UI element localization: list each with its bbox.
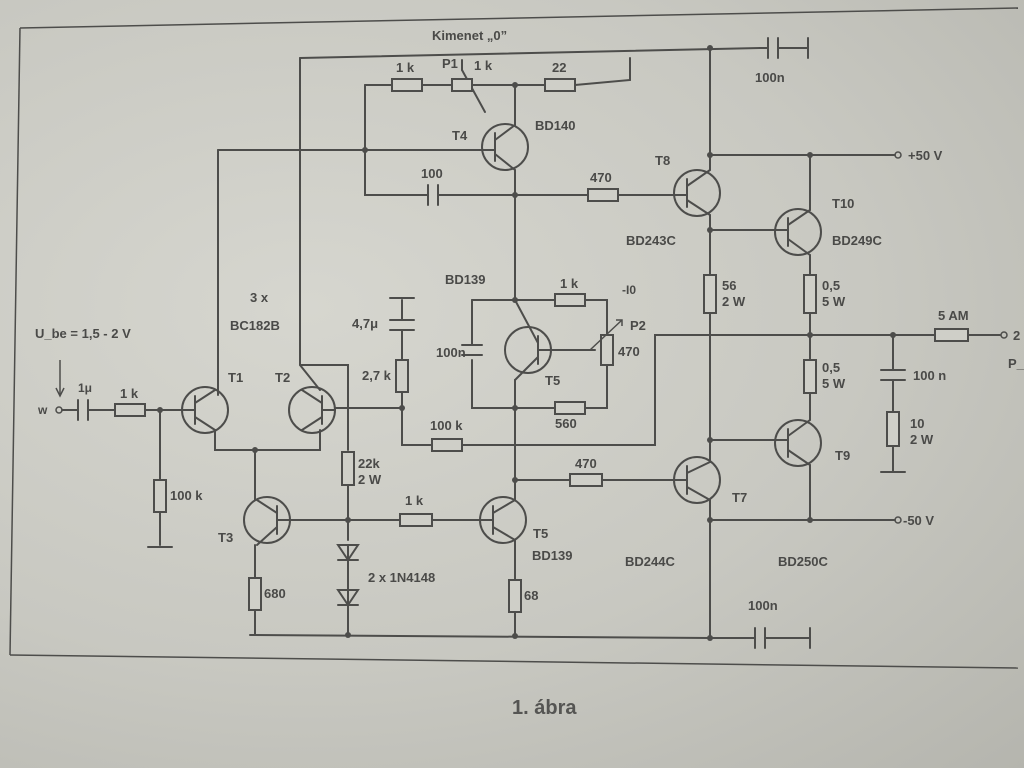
label-c-1u: 1μ: [78, 381, 92, 395]
label-c-100: 100: [421, 166, 443, 181]
label-r-1k-t5: 1 k: [560, 276, 579, 291]
group-count: 3 x: [250, 290, 269, 305]
label-t9: T9: [835, 448, 850, 463]
transistor-t2: [288, 386, 336, 434]
label-r-680: 680: [264, 586, 286, 601]
label-t4: T4: [452, 128, 468, 143]
label-t1: T1: [228, 370, 243, 385]
label-c-100n-top: 100n: [755, 70, 785, 85]
transistors: [181, 123, 822, 546]
wiring: [61, 37, 1001, 649]
junctions: [55, 45, 1008, 641]
label-r-1k-in: 1 k: [120, 386, 139, 401]
transistor-t5-bias: [504, 299, 552, 381]
label-r-56-w: 2 W: [722, 294, 746, 309]
label-c-100n-t5: 100n: [436, 345, 466, 360]
label-diodes: 2 x 1N4148: [368, 570, 435, 585]
type-bd244c: BD244C: [625, 554, 675, 569]
label-t7: T7: [732, 490, 747, 505]
type-bd249c: BD249C: [832, 233, 882, 248]
transistor-t1: [181, 386, 229, 434]
input-label: U_be = 1,5 - 2 V: [35, 326, 131, 341]
label-t8: T8: [655, 153, 670, 168]
label-c-47u: 4,7μ: [352, 316, 378, 331]
type-bd250c: BD250C: [778, 554, 828, 569]
transistor-t10: [774, 208, 822, 256]
transistor-t7: [672, 456, 721, 504]
type-bd140: BD140: [535, 118, 575, 133]
transistor-t8: [673, 169, 721, 217]
label-r-470-t7: 470: [575, 456, 597, 471]
transistor-t3: [243, 496, 291, 546]
label-r-05a-w: 5 W: [822, 294, 846, 309]
label-r-1k-p1: 1 k: [474, 58, 493, 73]
label-r-68: 68: [524, 588, 538, 603]
label-r-470-t8: 470: [590, 170, 612, 185]
transistor-t9: [774, 419, 822, 467]
output-node-label: P_k: [1008, 356, 1024, 371]
label-p1: P1: [442, 56, 458, 71]
label-t5-bias: T5: [545, 373, 560, 388]
transistor-t4: [479, 123, 529, 171]
figure-caption: 1. ábra: [512, 697, 577, 719]
label-r-10-zobel-w: 2 W: [910, 432, 934, 447]
frame: [9, 7, 1019, 669]
transistor-t6: [479, 496, 527, 544]
label-r-27k: 2,7 k: [362, 368, 392, 383]
type-bd243c: BD243C: [626, 233, 676, 248]
label-t5-drive: T5: [533, 526, 548, 541]
resistors: [114, 78, 969, 613]
label-r-1k-top: 1 k: [396, 60, 415, 75]
label-r-22k: 22k: [358, 456, 380, 471]
output-mark: 2: [1013, 328, 1020, 343]
supply-negative: -50 V: [903, 513, 934, 528]
label-p2-value: 470: [618, 344, 640, 359]
capacitors: [77, 184, 906, 421]
label-c-100n-zobel: 100 n: [913, 368, 946, 383]
output-label: Kimenet „0”: [432, 28, 507, 43]
label-r-560: 560: [555, 416, 577, 431]
label-r-100k-in: 100 k: [170, 488, 203, 503]
labels: Kimenet „0” U_be = 1,5 - 2 V w +50 V -50…: [35, 28, 1024, 719]
label-io: -I0: [622, 283, 636, 297]
label-r-1k-t6: 1 k: [405, 493, 424, 508]
label-r-22k-w: 2 W: [358, 472, 382, 487]
label-t10: T10: [832, 196, 854, 211]
label-t2: T2: [275, 370, 290, 385]
supply-positive: +50 V: [908, 148, 943, 163]
label-r-56: 56: [722, 278, 736, 293]
label-r-05b-w: 5 W: [822, 376, 846, 391]
type-bd139-bias: BD139: [445, 272, 485, 287]
input-symbol: w: [37, 403, 48, 417]
fuse-label: 5 AM: [938, 308, 969, 323]
label-r-05b: 0,5: [822, 360, 840, 375]
group-type: BC182B: [230, 318, 280, 333]
label-r-05a: 0,5: [822, 278, 840, 293]
label-c-100n-bot: 100n: [748, 598, 778, 613]
type-bd139-drive: BD139: [532, 548, 572, 563]
diodes: [336, 544, 360, 607]
label-r-22: 22: [552, 60, 566, 75]
label-p2: P2: [630, 318, 646, 333]
label-t3: T3: [218, 530, 233, 545]
label-r-10-zobel: 10: [910, 416, 924, 431]
label-r-100k-fb: 100 k: [430, 418, 463, 433]
